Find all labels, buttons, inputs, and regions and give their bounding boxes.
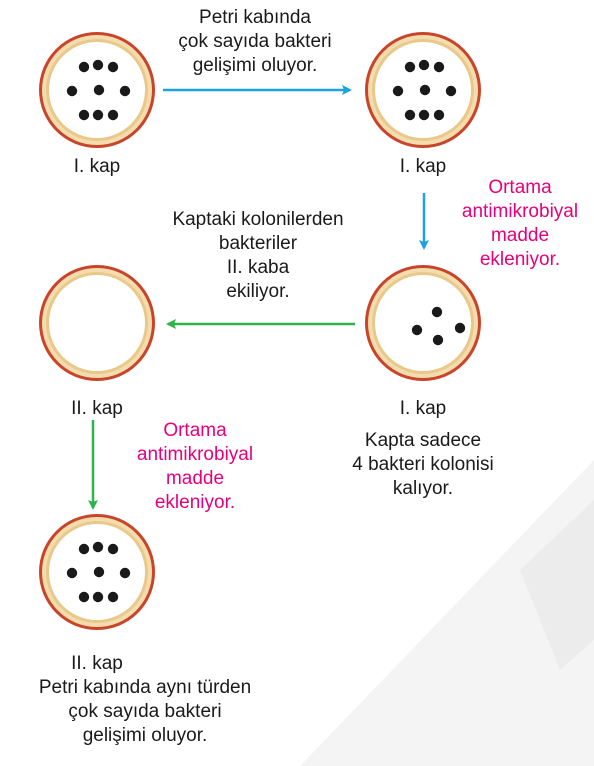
bacteria-colony: [433, 335, 443, 345]
bacteria-colony: [419, 60, 429, 70]
bacteria-colony: [93, 110, 103, 120]
bacteria-colony: [93, 592, 103, 602]
petri-dish-3: [362, 262, 484, 384]
bacteria-colony: [94, 567, 104, 577]
bacteria-colony: [419, 110, 429, 120]
dish-agar: [375, 275, 471, 371]
bacteria-colony: [108, 62, 118, 72]
bacteria-colony: [79, 592, 89, 602]
bacteria-colony: [108, 592, 118, 602]
bacteria-colony: [434, 62, 444, 72]
bacteria-colony: [67, 86, 77, 96]
bacteria-colony: [393, 86, 403, 96]
step3-text: Kaptaki kolonilerden bakteriler II. kaba…: [148, 208, 368, 304]
step2-text: Ortama antimikrobiyal madde ekleniyor.: [445, 176, 594, 272]
bacteria-colony: [420, 85, 430, 95]
bacteria-colony: [120, 568, 130, 578]
bacteria-colony: [67, 568, 77, 578]
step4-text: Ortama antimikrobiyal madde ekleniyor.: [120, 419, 270, 515]
bacteria-colony: [79, 62, 89, 72]
petri-dish-5: [36, 511, 158, 633]
petri-dish-2: [362, 29, 484, 151]
dish3-note: Kapta sadece 4 bakteri kolonisi kalıyor.: [338, 429, 508, 501]
bacteria-colony: [94, 85, 104, 95]
bacteria-colony: [455, 323, 465, 333]
bacteria-colony: [93, 542, 103, 552]
final-text: Petri kabında aynı türden çok sayıda bak…: [0, 676, 290, 748]
petri-dish-1: [36, 29, 158, 151]
bacteria-colony: [412, 325, 422, 335]
bacteria-colony: [79, 110, 89, 120]
bacteria-colony: [79, 544, 89, 554]
bacteria-colony: [434, 110, 444, 120]
bacteria-colony: [446, 86, 456, 96]
dish1-label: I. kap: [47, 155, 147, 179]
bacteria-colony: [405, 62, 415, 72]
bacteria-colony: [108, 544, 118, 554]
dish-agar: [49, 275, 145, 371]
bacteria-colony: [405, 110, 415, 120]
bacteria-colony: [108, 110, 118, 120]
dish4-label: II. kap: [47, 397, 147, 421]
petri-dish-4: [36, 262, 158, 384]
dish3-label: I. kap: [373, 397, 473, 421]
bacteria-colony: [93, 60, 103, 70]
bacteria-colony: [432, 307, 442, 317]
bacteria-colony: [120, 86, 130, 96]
step1-text: Petri kabında çok sayıda bakteri gelişim…: [150, 6, 360, 78]
dish5-label: II. kap: [47, 652, 147, 676]
